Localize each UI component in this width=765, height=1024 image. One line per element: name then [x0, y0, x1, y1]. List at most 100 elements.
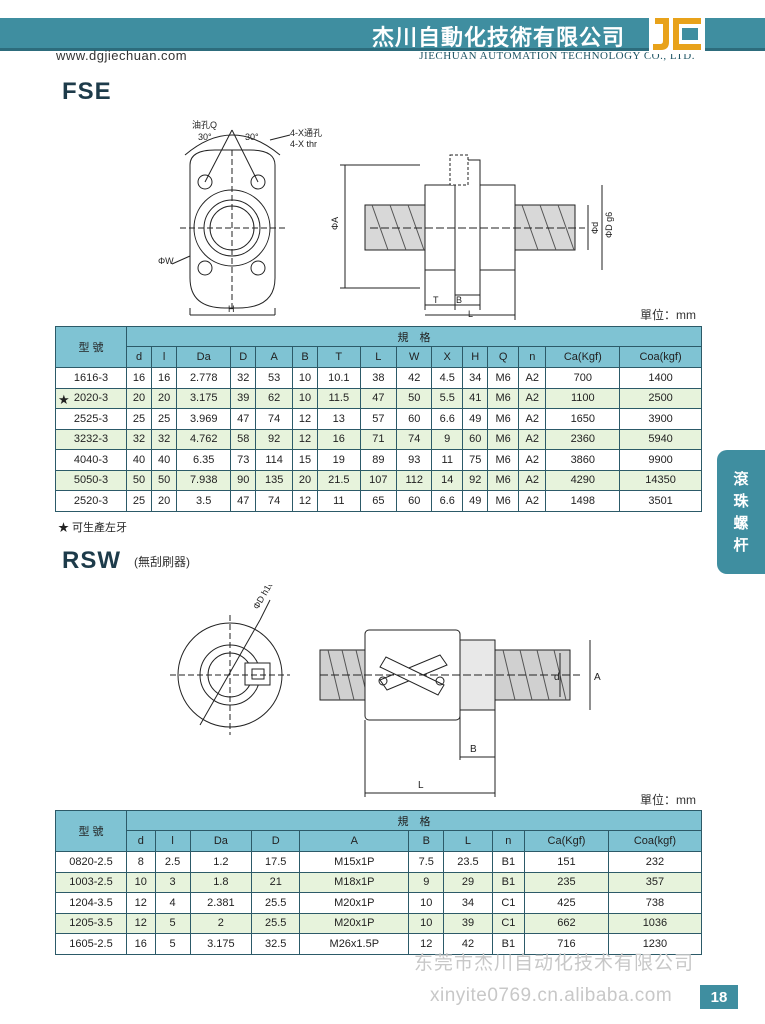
- fse-cell-l: 20: [151, 387, 178, 409]
- watermark-url: xinyite0769.cn.alibaba.com: [430, 985, 673, 1006]
- fse-cell-n: A2: [518, 428, 547, 450]
- rsw-cell-d: 16: [126, 933, 156, 955]
- website-url[interactable]: www.dgjiechuan.com: [56, 48, 188, 63]
- fse-cell-b: 10: [291, 367, 319, 389]
- fse-cell-l: 25: [151, 408, 178, 430]
- rsw-spec-header: 規 格: [126, 810, 702, 831]
- fse-cell-l: 107: [359, 469, 398, 491]
- fse-cell-w: 112: [396, 469, 433, 491]
- fse-cell-w: 93: [396, 449, 433, 471]
- rsw-cell-l: 23.5: [443, 851, 493, 873]
- rsw-label-d: d: [554, 672, 560, 683]
- fse-col-header: H: [462, 346, 489, 368]
- rsw-cell-l: 29: [443, 871, 493, 893]
- fse-cell-h: 49: [462, 490, 489, 512]
- fse-cell-n: A2: [518, 490, 547, 512]
- fse-label-d: Φd: [590, 222, 600, 234]
- fse-cell-q: M6: [487, 449, 520, 471]
- fse-cell-l: 20: [151, 490, 178, 512]
- fse-cell-l: 65: [359, 490, 398, 512]
- rsw-cell-l: 2.5: [154, 851, 191, 873]
- fse-cell-w: 74: [396, 428, 433, 450]
- fse-label-t: T: [433, 295, 439, 305]
- fse-label-l: L: [468, 309, 473, 319]
- fse-label-through-hole-cn: 4-X通孔: [290, 128, 322, 138]
- rsw-model-cell: 1205-3.5: [55, 912, 127, 934]
- fse-model-label: 5050-3: [73, 474, 109, 487]
- rsw-cell-d: 8: [126, 851, 156, 873]
- fse-cell-q: M6: [487, 469, 520, 491]
- rsw-cell-coakgf: 1230: [607, 933, 703, 955]
- fse-model-cell: 5050-3: [55, 469, 127, 491]
- fse-drawing: 油孔Q 30° 30° 4-X通孔 4-X thr ΦW H ΦA Φd ΦD …: [158, 119, 614, 320]
- rsw-model-cell: 1605-2.5: [55, 933, 127, 955]
- fse-col-header: T: [317, 346, 361, 368]
- rsw-col-header: B: [408, 830, 445, 852]
- rsw-cell-l: 42: [443, 933, 493, 955]
- fse-model-label: 2525-3: [73, 412, 109, 425]
- rsw-cell-d: 32.5: [251, 933, 301, 955]
- rsw-cell-b: 7.5: [408, 851, 445, 873]
- fse-col-header: l: [151, 346, 178, 368]
- fse-col-header: L: [359, 346, 398, 368]
- rsw-cell-a: M15x1P: [299, 851, 410, 873]
- rsw-label-l: L: [418, 780, 424, 791]
- fse-cell-q: M6: [487, 408, 520, 430]
- rsw-cell-l: 4: [154, 892, 191, 914]
- rsw-label-a: A: [594, 672, 601, 683]
- rsw-front-view: [170, 599, 290, 735]
- rsw-cell-l: 3: [154, 871, 191, 893]
- rsw-model-header: 型 號: [55, 810, 127, 852]
- fse-cell-cakgf: 1100: [545, 387, 621, 409]
- fse-cell-l: 47: [359, 387, 398, 409]
- rsw-cell-coakgf: 738: [607, 892, 703, 914]
- fse-cell-x: 6.6: [431, 408, 464, 430]
- header-bar: [0, 18, 765, 48]
- fse-cell-da: 4.762: [176, 428, 232, 450]
- rsw-unit: 單位：mm: [640, 793, 696, 807]
- fse-cell-d: 90: [230, 469, 257, 491]
- fse-cell-n: A2: [518, 408, 547, 430]
- fse-label-through-hole-en: 4-X thr: [290, 139, 317, 149]
- fse-col-header: Coa(kgf): [619, 346, 702, 368]
- rsw-model-cell: 1204-3.5: [55, 892, 127, 914]
- rsw-model-label: 0820-2.5: [69, 855, 113, 868]
- fse-model-label: 2020-3: [73, 392, 109, 405]
- fse-cell-x: 5.5: [431, 387, 464, 409]
- fse-label-h: H: [228, 304, 235, 314]
- fse-cell-coakgf: 5940: [619, 428, 702, 450]
- fse-cell-cakgf: 700: [545, 367, 621, 389]
- fse-cell-q: M6: [487, 387, 520, 409]
- fse-cell-a: 114: [255, 449, 293, 471]
- fse-cell-da: 6.35: [176, 449, 232, 471]
- rsw-cell-cakgf: 425: [524, 892, 609, 914]
- fse-cell-coakgf: 3900: [619, 408, 702, 430]
- rsw-cell-da: 2.381: [189, 892, 253, 914]
- rsw-model-label: 1605-2.5: [69, 937, 113, 950]
- fse-col-header: X: [431, 346, 464, 368]
- fse-side-view: [340, 154, 603, 320]
- rsw-cell-cakgf: 235: [524, 871, 609, 893]
- rsw-col-header: D: [251, 830, 301, 852]
- fse-cell-b: 12: [291, 408, 319, 430]
- fse-model-label: 3232-3: [73, 433, 109, 446]
- fse-cell-d: 47: [230, 490, 257, 512]
- rsw-cell-cakgf: 151: [524, 851, 609, 873]
- fse-cell-coakgf: 14350: [619, 469, 702, 491]
- fse-cell-h: 92: [462, 469, 489, 491]
- side-tab-char: 螺: [733, 514, 749, 532]
- fse-cell-d: 25: [125, 408, 153, 430]
- fse-label-a: ΦA: [330, 217, 340, 230]
- fse-cell-d: 25: [125, 490, 153, 512]
- fse-title: FSE: [62, 78, 112, 105]
- fse-cell-l: 16: [151, 367, 178, 389]
- rsw-cell-n: B1: [491, 871, 526, 893]
- company-name-cn: 杰川自動化技術有限公司: [371, 26, 625, 51]
- side-tab-ballscrew[interactable]: 滾 珠 螺 杆: [717, 450, 765, 574]
- rsw-cell-b: 12: [408, 933, 445, 955]
- fse-cell-coakgf: 2500: [619, 387, 702, 409]
